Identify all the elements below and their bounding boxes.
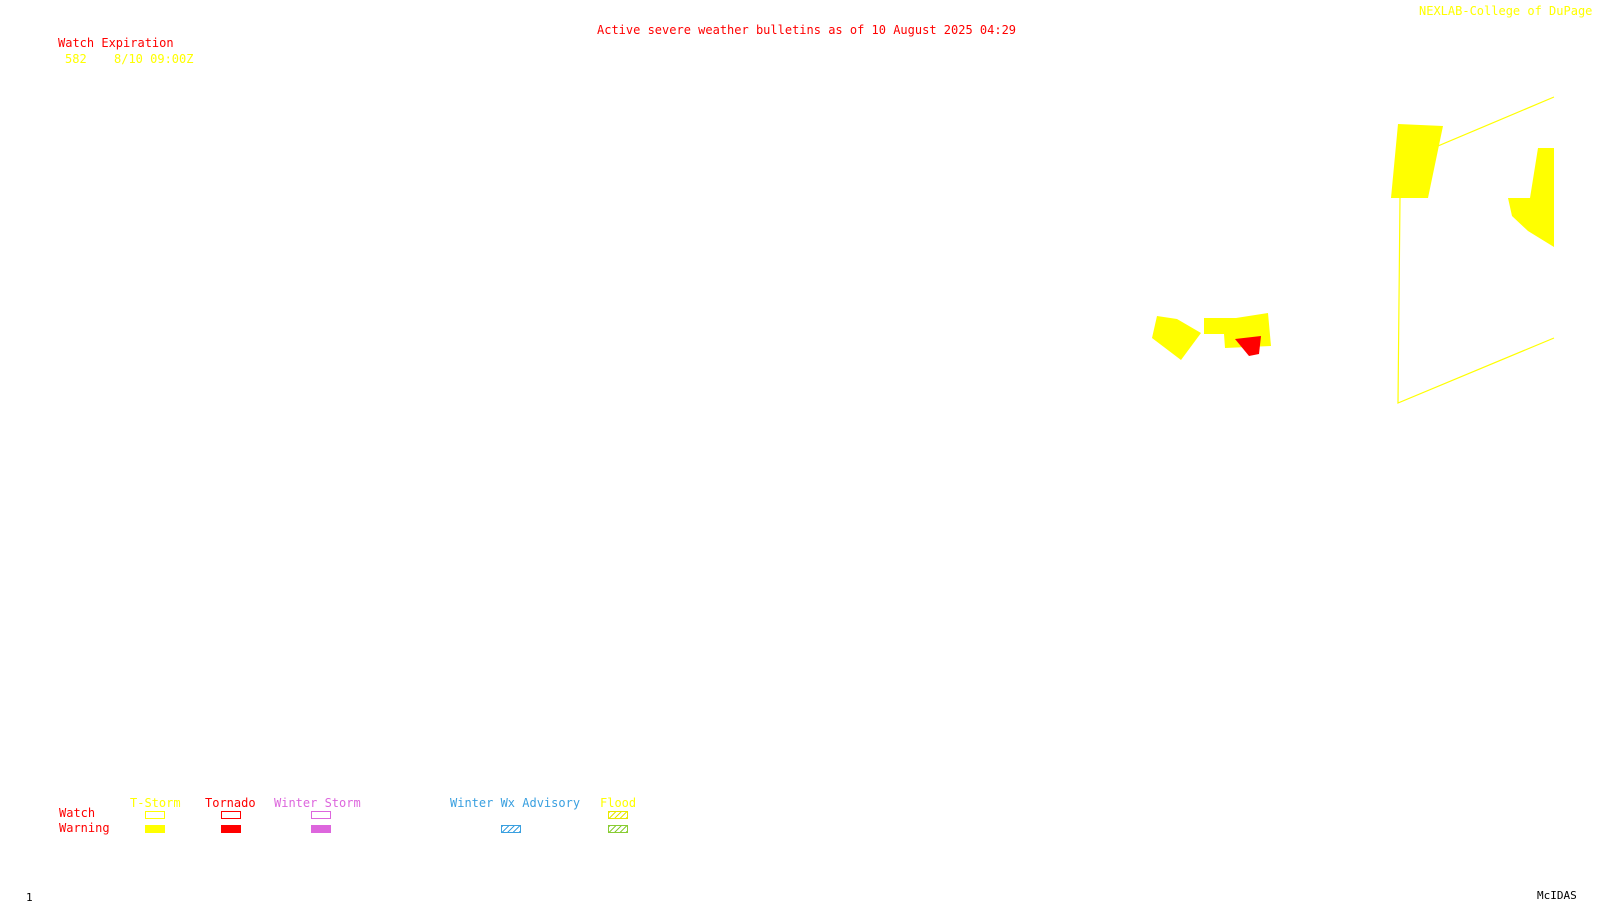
- bulletin-title: Active severe weather bulletins as of 10…: [597, 23, 1017, 37]
- tornado-warnings: [1235, 336, 1261, 356]
- legend-tstorm-warning-swatch: [145, 825, 165, 833]
- legend-tornado-warning-swatch: [221, 825, 241, 833]
- legend-winter-wx-advisory-swatch: [501, 825, 521, 833]
- tstorm-warning-polygon: [1152, 316, 1201, 360]
- tstorm-warning-polygon: [1508, 148, 1554, 247]
- source-credit: NEXLAB-College of DuPage R: [1419, 4, 1600, 18]
- watch-expiration-time: 8/10 09:00Z: [114, 52, 194, 66]
- tstorm-warning-polygon: [1391, 124, 1443, 198]
- legend-flood-warning-swatch: [608, 825, 628, 833]
- watch-number: 582: [65, 52, 87, 66]
- legend-tornado-label: Tornado: [205, 796, 256, 810]
- legend-tornado-watch-swatch: [221, 811, 241, 819]
- tstorm-warnings: [1152, 124, 1554, 360]
- legend-winter-storm-label: Winter Storm: [274, 796, 361, 810]
- frame-number: 1: [26, 891, 33, 904]
- legend-winter-wx-advisory-label: Winter Wx Advisory: [450, 796, 581, 810]
- legend-winter-storm-watch-swatch: [311, 811, 331, 819]
- tstorm-warning-polygon: [1204, 313, 1271, 348]
- legend-tstorm-watch-swatch: [145, 811, 165, 819]
- legend-winter-storm-warning-swatch: [311, 825, 331, 833]
- legend-row-watch: Watch: [59, 806, 96, 820]
- legend-row-warning: Warning: [59, 821, 110, 835]
- legend-tstorm-label: T-Storm: [130, 796, 181, 810]
- software-label: McIDAS: [1537, 889, 1577, 902]
- legend-flood-watch-swatch: [608, 811, 628, 819]
- legend-flood-label: Flood: [600, 796, 637, 810]
- watch-expiration-heading: Watch Expiration: [58, 36, 174, 50]
- tornado-warning-polygon: [1235, 336, 1261, 356]
